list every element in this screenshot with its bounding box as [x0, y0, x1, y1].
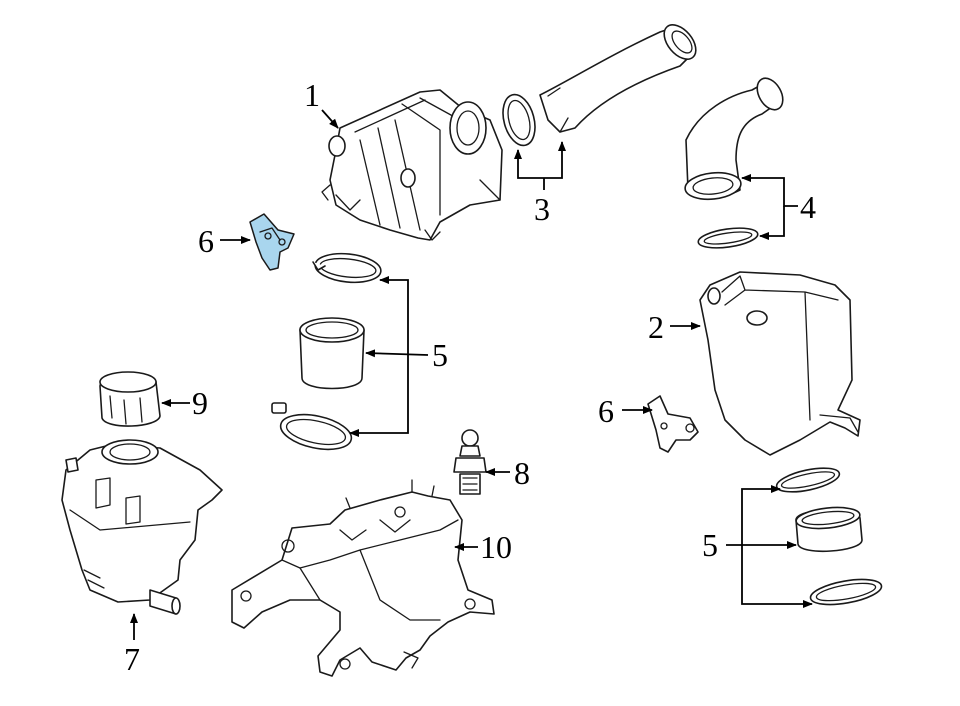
callout-4: 4: [800, 189, 816, 225]
mounting-bracket-icon[interactable]: [249, 213, 295, 271]
support-bracket-icon[interactable]: [231, 479, 495, 677]
hose-with-clamp-icon[interactable]: [684, 74, 788, 251]
callout-9: 9: [192, 385, 208, 421]
callout-2: 2: [648, 309, 664, 345]
callout-3: 3: [534, 191, 550, 227]
callout-labels: 1 3 4 2 5 6 6 9 8 10 7 5: [124, 77, 816, 677]
callout-7: 7: [124, 641, 140, 677]
callout-8: 8: [514, 455, 530, 491]
callout-leaders: [130, 109, 813, 640]
intercooler-icon[interactable]: [699, 271, 861, 456]
callout-10: 10: [480, 529, 512, 565]
callout-5-middle: 5: [432, 337, 448, 373]
intercooler-housing-icon[interactable]: [321, 89, 503, 241]
intake-hose-with-clamp-icon[interactable]: [498, 19, 702, 149]
coupling-and-clamps-icon[interactable]: [775, 464, 884, 610]
callout-6-right: 6: [598, 393, 614, 429]
reservoir-cap-icon[interactable]: [99, 371, 161, 427]
coolant-reservoir-icon[interactable]: [61, 439, 223, 615]
coupling-and-clamps-icon[interactable]: [271, 251, 382, 456]
mounting-bracket-icon[interactable]: [647, 395, 699, 453]
sensor-icon[interactable]: [453, 429, 487, 495]
callout-6-left: 6: [198, 223, 214, 259]
callout-1: 1: [304, 77, 320, 113]
callout-5-right: 5: [702, 527, 718, 563]
